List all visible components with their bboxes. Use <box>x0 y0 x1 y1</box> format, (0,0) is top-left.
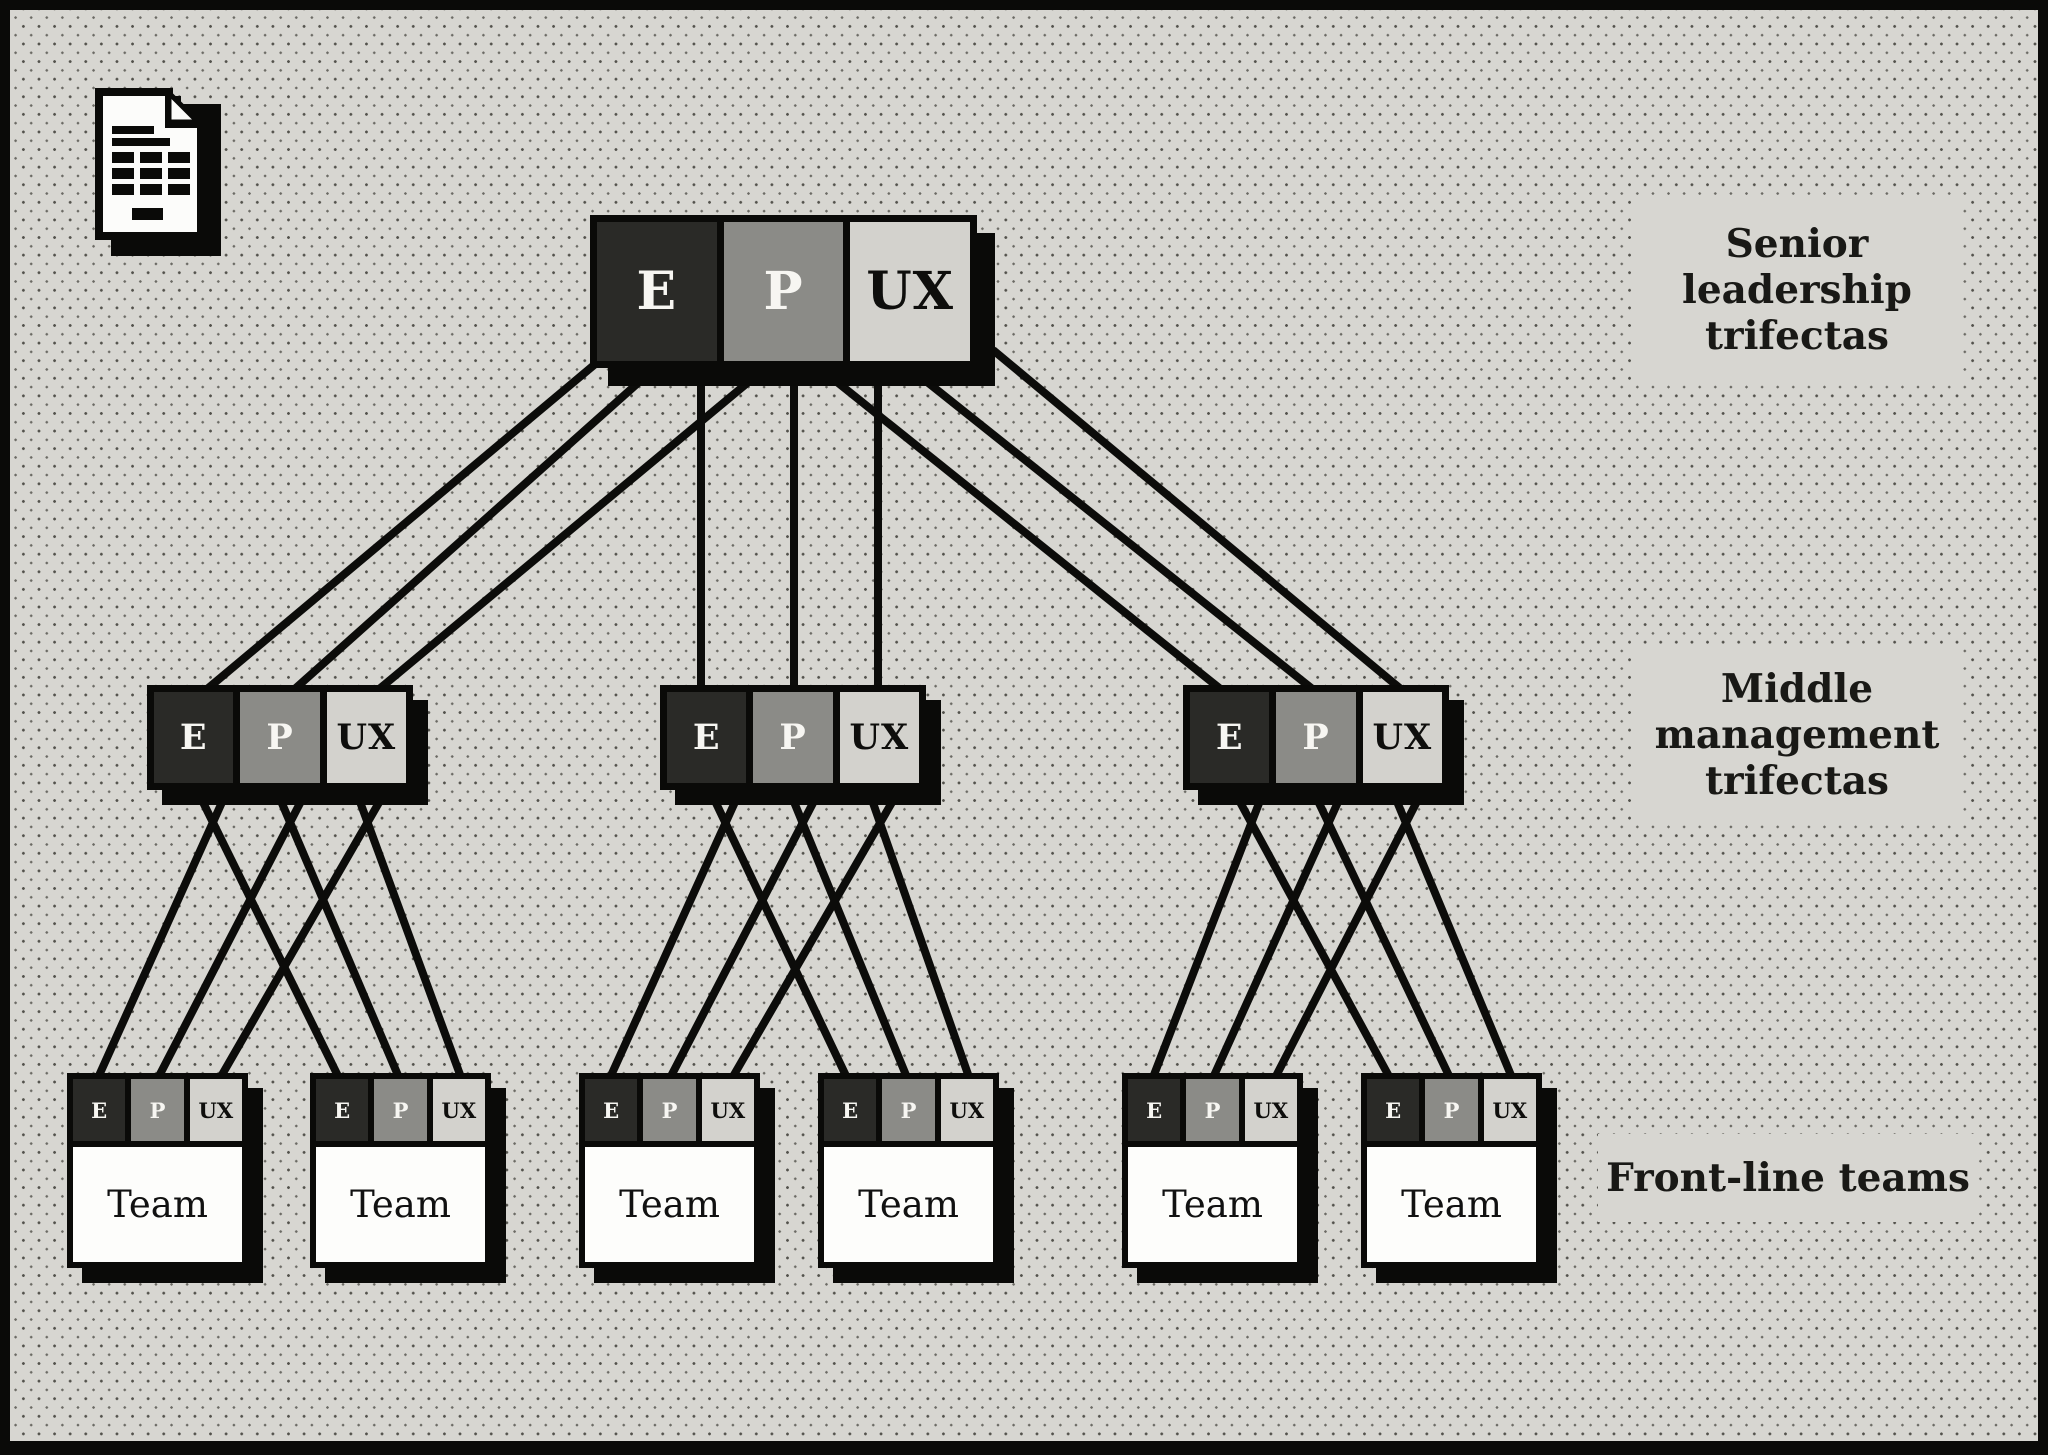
product-cell: P <box>1276 692 1356 783</box>
product-cell: P <box>374 1079 427 1141</box>
middle-management-label: Middle management trifectas <box>1632 645 1962 825</box>
ux-cell: UX <box>940 1079 993 1141</box>
engineering-cell: E <box>597 222 717 361</box>
engineering-cell: E <box>316 1079 369 1141</box>
team-2: E P UX Team <box>310 1073 506 1283</box>
team-label: Team <box>1367 1147 1536 1262</box>
team-label: Team <box>824 1147 993 1262</box>
team-label: Team <box>316 1147 485 1262</box>
ux-cell: UX <box>1483 1079 1536 1141</box>
engineering-cell: E <box>154 692 234 783</box>
product-cell: P <box>882 1079 935 1141</box>
product-cell: P <box>240 692 320 783</box>
product-cell: P <box>643 1079 696 1141</box>
team-1: E P UX Team <box>67 1073 263 1283</box>
team-label: Team <box>1128 1147 1297 1262</box>
team-3: E P UX Team <box>579 1073 775 1283</box>
ux-cell: UX <box>839 692 919 783</box>
engineering-cell: E <box>73 1079 126 1141</box>
senior-leadership-label: Senior leadership trifectas <box>1632 200 1962 380</box>
engineering-cell: E <box>1128 1079 1181 1141</box>
ux-cell: UX <box>326 692 406 783</box>
ux-cell: UX <box>850 222 971 361</box>
team-4: E P UX Team <box>818 1073 1014 1283</box>
ux-cell: UX <box>1244 1079 1297 1141</box>
senior-trifecta: E P UX <box>590 215 995 386</box>
team-5: E P UX Team <box>1122 1073 1318 1283</box>
ux-cell: UX <box>1362 692 1442 783</box>
engineering-cell: E <box>667 692 747 783</box>
product-cell: P <box>1186 1079 1239 1141</box>
ux-cell: UX <box>432 1079 485 1141</box>
middle-trifecta-2: E P UX <box>660 685 941 805</box>
engineering-cell: E <box>824 1079 877 1141</box>
product-cell: P <box>723 222 844 361</box>
product-cell: P <box>753 692 833 783</box>
document-icon <box>95 88 221 256</box>
front-line-teams-label: Front-line teams <box>1598 1134 1978 1222</box>
middle-trifecta-3: E P UX <box>1183 685 1464 805</box>
ux-cell: UX <box>701 1079 754 1141</box>
middle-trifecta-1: E P UX <box>147 685 428 805</box>
team-label: Team <box>73 1147 242 1262</box>
product-cell: P <box>1425 1079 1478 1141</box>
engineering-cell: E <box>585 1079 638 1141</box>
team-label: Team <box>585 1147 754 1262</box>
engineering-cell: E <box>1190 692 1270 783</box>
engineering-cell: E <box>1367 1079 1420 1141</box>
ux-cell: UX <box>189 1079 242 1141</box>
team-6: E P UX Team <box>1361 1073 1557 1283</box>
product-cell: P <box>131 1079 184 1141</box>
